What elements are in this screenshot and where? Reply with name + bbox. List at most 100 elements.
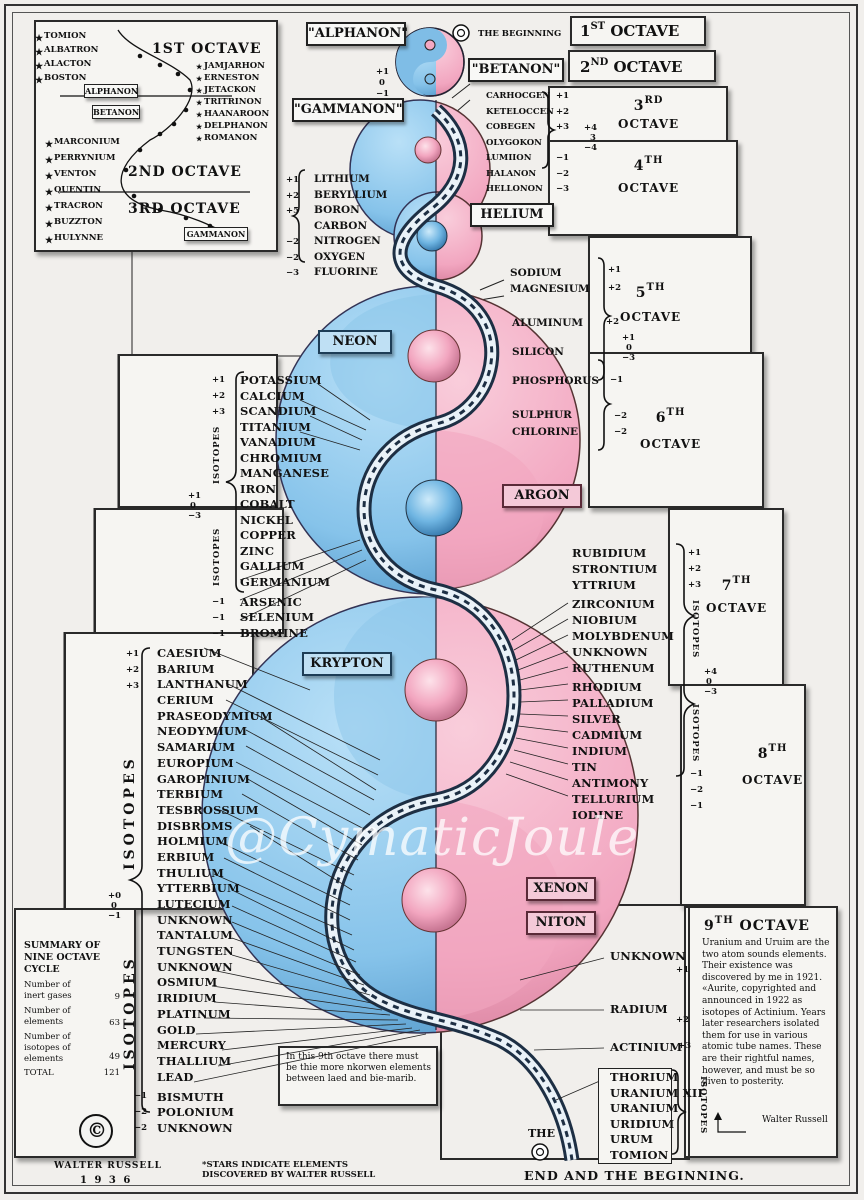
krypton-mid-signs: +4 0 −3	[704, 668, 717, 698]
xenon-signs-bottom: −1 −2 −2	[134, 1092, 147, 1140]
sign: +1	[688, 548, 702, 558]
panel-summary	[14, 908, 136, 1158]
gammanon-tag: "GAMMANON"	[292, 98, 404, 122]
sign: +1	[622, 333, 636, 343]
element-name: LUTECIUM	[157, 897, 231, 911]
element-name: RUTHENUM	[572, 661, 655, 675]
krypton-signs-bottom: −1 −2 −1	[690, 770, 703, 818]
element-name: BARIUM	[157, 661, 215, 676]
element-name: URIDIUM	[610, 1116, 675, 1131]
sign: −2	[134, 1107, 148, 1117]
element-name: CERIUM	[157, 693, 214, 708]
octave-9-label: 9TH OCTAVE	[704, 915, 810, 934]
element-chlorine: CHLORINE	[512, 426, 579, 438]
element-name: OLYGOKON	[486, 137, 542, 148]
krypton-isotopes-label-1: ISOTOPES	[690, 600, 700, 659]
inset-element: BUZZTON	[54, 217, 103, 227]
sign: −1	[134, 1091, 148, 1101]
sign: +1	[556, 91, 570, 101]
sign: −2	[614, 411, 628, 421]
sign	[556, 139, 569, 155]
krypton-tag: KRYPTON	[302, 652, 392, 676]
watermark: @CymaticJoule	[225, 808, 640, 868]
element-name: LUMIION	[486, 153, 532, 163]
helium-tag: HELIUM	[470, 203, 554, 227]
sign: +2	[212, 391, 226, 401]
element-name: SELENIUM	[240, 610, 315, 624]
element-name: EUROPIUM	[157, 755, 234, 770]
argon-isotopes-label-2: ISOTOPES	[212, 527, 222, 586]
sign: +3	[556, 122, 570, 132]
sign: −2	[134, 1123, 148, 1133]
xenon-mid-signs: +0 0 −1	[108, 892, 121, 922]
xenon-tag: XENON	[526, 877, 596, 901]
sign: +1	[608, 265, 622, 275]
summary-label: Number of elements	[24, 1006, 71, 1027]
helium-element-list: LITHIUM BERYLLIUM BORON CARBON NITROGEN …	[314, 174, 387, 283]
octave-2-label: 2ND OCTAVE	[580, 57, 683, 76]
panel-octave9	[684, 906, 838, 1158]
panel-octave1	[570, 16, 706, 46]
inset-element: JETACKON	[204, 85, 257, 95]
element-name: CARHOCGEN	[486, 91, 551, 101]
summary-label: Number of inert gases	[24, 980, 72, 1001]
element-name: ZIRCONIUM	[572, 597, 655, 611]
element-name: LITHIUM	[314, 173, 370, 185]
element-name: ERBIUM	[157, 849, 215, 864]
sign: −2	[690, 785, 704, 795]
element-name: URANIUM	[610, 1101, 679, 1115]
inset-element: ERNESTON	[204, 73, 260, 83]
element-name: LANTHANUM	[157, 677, 248, 692]
element-name: TUNGSTEN	[157, 944, 234, 959]
element-aluminum: ALUMINUM	[512, 317, 584, 329]
argon-isotopes-label-1: ISOTOPES	[212, 425, 222, 484]
argon-tag: ARGON	[502, 484, 582, 508]
inset-octave-3: 3RD OCTAVE	[128, 201, 241, 217]
inset-element: TRITRINON	[204, 97, 262, 107]
element-name: OSMIUM	[157, 975, 218, 990]
element-name: COBALT	[240, 497, 295, 511]
sign: +1	[188, 491, 202, 501]
element-name: SCANDIUM	[240, 404, 317, 418]
element-name: URUM	[610, 1132, 654, 1146]
element-name: FLUORINE	[314, 266, 378, 278]
panel-note-9th	[278, 1046, 438, 1106]
inset-element: QUENTIN	[54, 185, 102, 195]
element-name: GERMANIUM	[240, 574, 331, 589]
inset-element: ROMANON	[204, 133, 258, 143]
sign: −1	[212, 629, 226, 639]
sign: −3	[286, 268, 300, 278]
sign: −2	[286, 252, 300, 263]
betanon-tag: "BETANON"	[468, 58, 564, 82]
inset-element: JAMJARHON	[204, 61, 265, 71]
element-name: RADIUM	[610, 1002, 668, 1016]
element-name: RHODIUM	[572, 680, 642, 694]
sign: 0	[379, 78, 385, 88]
sign: +4	[584, 123, 598, 133]
octave-1-label: 1ST OCTAVE	[580, 21, 680, 40]
element-name: NEODYMIUM	[157, 724, 248, 739]
summary-value: 9	[114, 992, 120, 1002]
inset-gammanon: GAMMANON	[184, 227, 248, 241]
element-name: HALANON	[486, 168, 537, 179]
sign: −4	[584, 143, 598, 153]
sign: +1	[126, 649, 140, 659]
note-9th-octave: In this 9th octave there must be thie mo…	[286, 1052, 431, 1084]
sign: 0	[706, 677, 712, 687]
element-name: YTTRIUM	[572, 578, 637, 592]
sign: +2	[126, 665, 140, 675]
element-name: IRON	[240, 481, 277, 496]
sign	[286, 223, 299, 239]
xenon-signs-top: +1 +2 +3	[126, 650, 139, 698]
betanon-element-list: CARHOCGEN KETELOCCEN COBEGEN OLYGOKON LU…	[486, 92, 554, 201]
element-name: BISMUTH	[157, 1089, 224, 1104]
copyright-seal: ©	[87, 1118, 107, 1142]
inset-left-top-list: TOMION ALBATRON ALACTON BOSTON	[44, 32, 98, 88]
element-name: MOLYBDENUM	[572, 629, 675, 643]
outer-frame	[4, 4, 858, 1194]
summary-row: Number of elements 63	[24, 1006, 120, 1032]
